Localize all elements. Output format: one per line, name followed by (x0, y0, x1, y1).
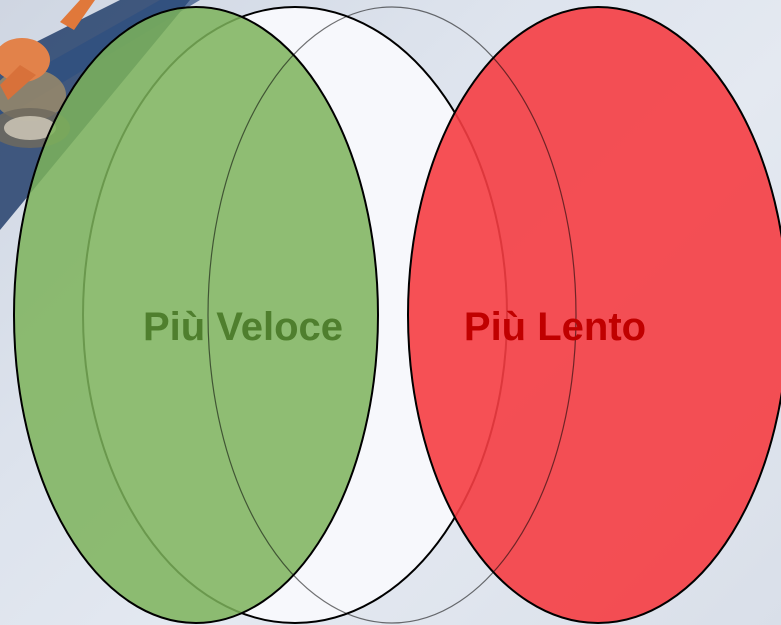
venn-label-slower: Più Lento (464, 305, 646, 349)
venn-set-faster (13, 6, 379, 624)
venn-label-faster: Più Veloce (143, 305, 343, 349)
venn-set-slower (407, 6, 781, 624)
venn-middle-outline (207, 6, 577, 624)
